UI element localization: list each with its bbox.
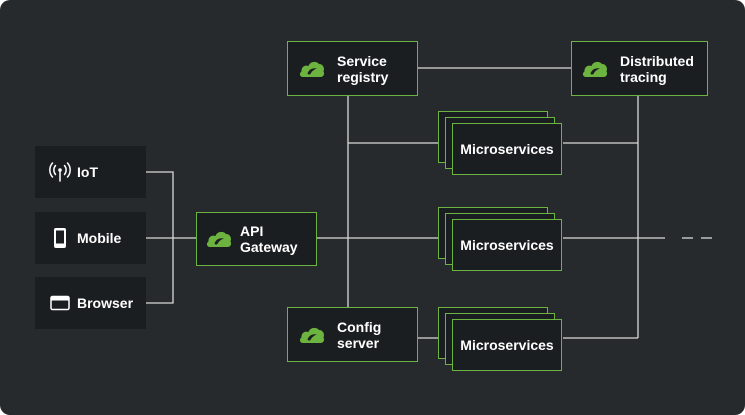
- spring-logo-icon: [299, 58, 325, 80]
- microservices-stack-bottom: Microservices: [438, 307, 565, 375]
- client-iot: IoT: [35, 146, 146, 198]
- microservices-card-front: Microservices: [452, 123, 562, 175]
- config-server-box: Config server: [287, 307, 418, 362]
- microservices-stack-top: Microservices: [438, 111, 565, 179]
- microservices-card-front: Microservices: [452, 319, 562, 371]
- client-iot-label: IoT: [77, 164, 98, 180]
- client-browser-label: Browser: [77, 295, 134, 311]
- antenna-icon: [49, 161, 71, 183]
- microservices-label: Microservices: [460, 237, 554, 253]
- microservices-card-front: Microservices: [452, 219, 562, 271]
- client-browser: Browser: [35, 277, 146, 329]
- api-gateway-label: API Gateway: [240, 223, 298, 255]
- microservices-label: Microservices: [460, 337, 554, 353]
- distributed-tracing-label: Distributed tracing: [620, 52, 694, 85]
- config-server-label: Config server: [337, 318, 382, 351]
- client-mobile: Mobile: [35, 212, 146, 264]
- api-gateway-box: API Gateway: [196, 212, 317, 266]
- browser-window-icon: [49, 292, 71, 314]
- spring-logo-icon: [582, 58, 608, 80]
- spring-logo-icon: [206, 228, 232, 250]
- distributed-tracing-box: Distributed tracing: [571, 41, 708, 96]
- spring-logo-icon: [299, 324, 325, 346]
- phone-icon: [49, 227, 71, 249]
- microservices-label: Microservices: [460, 141, 554, 157]
- client-mobile-label: Mobile: [77, 230, 122, 246]
- microservices-stack-middle: Microservices: [438, 207, 565, 275]
- service-registry-label: Service registry: [337, 52, 389, 85]
- service-registry-box: Service registry: [287, 41, 418, 96]
